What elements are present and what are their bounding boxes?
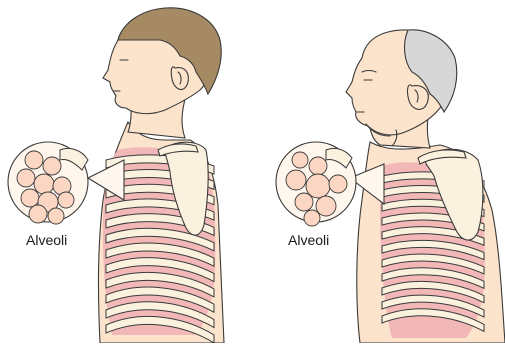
right-alveolus	[295, 193, 313, 211]
left-alveolus	[21, 189, 39, 207]
left-alveolus	[58, 192, 74, 208]
left-alveolus	[25, 151, 43, 169]
left-alveoli-label: Alveoli	[26, 232, 67, 248]
right-alveolus	[329, 175, 347, 193]
right-alveolus	[309, 157, 327, 175]
left-alveolus	[48, 208, 64, 224]
left-alveolus	[29, 205, 47, 223]
left-alveolus	[34, 174, 54, 194]
left-alveolus	[43, 157, 61, 175]
right-alveolus	[316, 196, 336, 216]
right-alveolus	[304, 210, 320, 226]
left-alveolus	[17, 169, 35, 187]
right-alveolus	[292, 152, 308, 168]
right-alveoli-label: Alveoli	[288, 232, 329, 248]
right-alveolus	[286, 170, 306, 190]
